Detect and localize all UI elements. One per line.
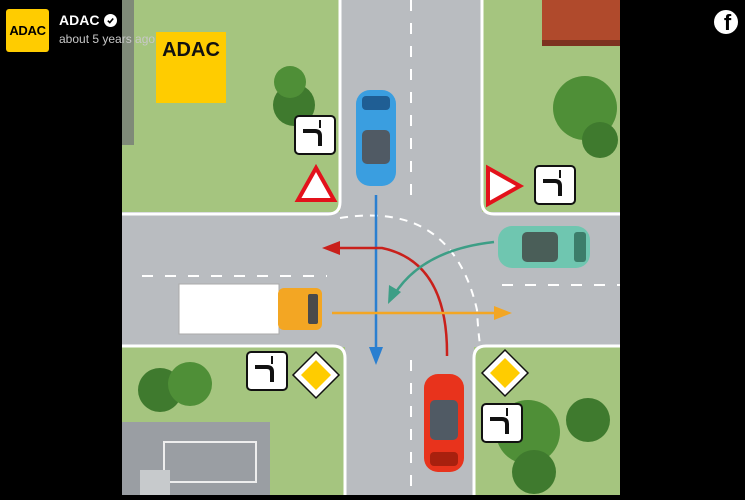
building-sign: ADAC: [162, 39, 220, 61]
avatar-text: ADAC: [9, 23, 46, 38]
teal-car: [498, 226, 590, 268]
house-roof: [542, 0, 620, 46]
turn-sign-bottom-left: [246, 351, 288, 391]
yield-sign-left: [294, 163, 338, 202]
page-avatar[interactable]: ADAC: [6, 9, 49, 52]
yield-sign-right: [486, 164, 525, 208]
intersection-illustration: ADAC: [122, 0, 620, 495]
blue-car: [356, 90, 396, 186]
page-name[interactable]: ADAC: [59, 12, 100, 28]
teal-path-arrow: [392, 240, 495, 296]
delivery-truck: [178, 283, 322, 335]
red-path-arrow: [337, 246, 449, 357]
adac-building: [156, 32, 226, 103]
verified-badge-icon: [104, 13, 118, 27]
post-header: ADAC ADAC about 5 years ago f: [0, 0, 745, 60]
red-car: [424, 374, 464, 472]
page-name-row: ADAC: [59, 12, 118, 28]
priority-sign-bottom-right: [480, 348, 530, 398]
facebook-icon[interactable]: f: [714, 10, 738, 34]
video-frame[interactable]: ADAC: [122, 0, 620, 495]
turn-sign-bottom-right: [481, 403, 523, 443]
turn-sign-top-left: [294, 115, 336, 155]
priority-sign-bottom-left: [291, 350, 341, 400]
turn-sign-top-right: [534, 165, 576, 205]
post-timestamp[interactable]: about 5 years ago: [59, 32, 156, 46]
